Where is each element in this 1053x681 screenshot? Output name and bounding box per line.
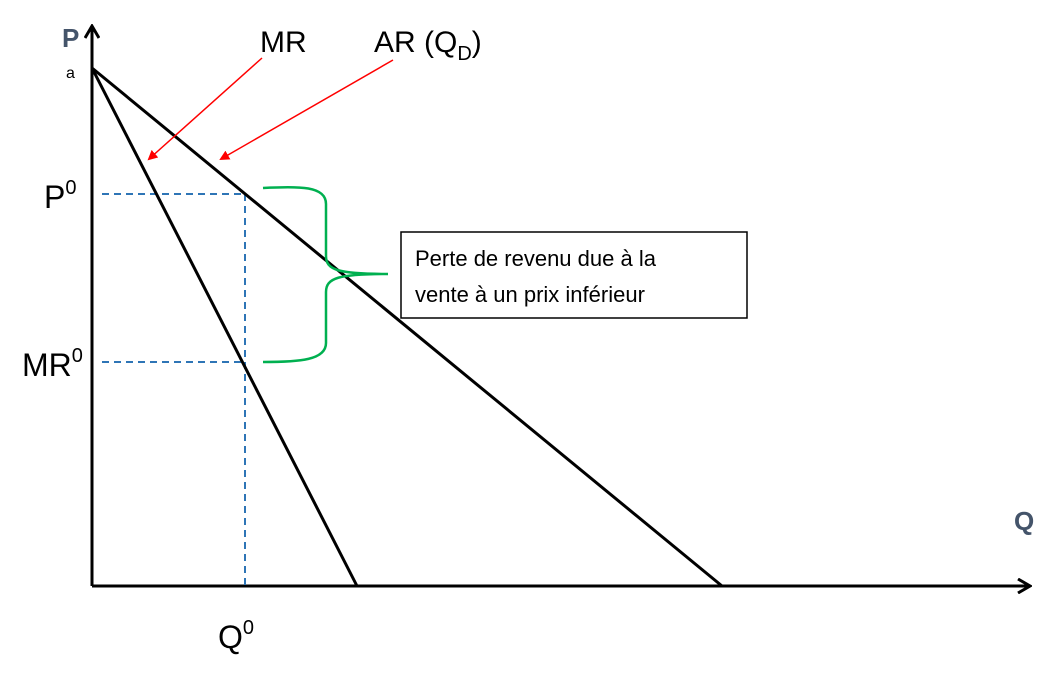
note-line-1: Perte de revenu due à la <box>415 246 657 271</box>
ar-demand-curve <box>91 66 723 588</box>
revenue-loss-brace <box>262 185 389 364</box>
mr0-label: MR0 <box>22 345 83 383</box>
ar-curve-label: AR (QD) <box>374 26 482 65</box>
y-axis-label: P <box>62 23 79 53</box>
intercept-label: a <box>66 65 75 82</box>
q0-label: Q0 <box>218 617 254 655</box>
ar-pointer-arrow <box>219 59 394 160</box>
p0-label: P0 <box>44 177 76 215</box>
note-line-2: vente à un prix inférieur <box>415 282 645 307</box>
mr-pointer-arrow <box>147 57 263 161</box>
note-box <box>400 231 748 319</box>
mr-curve <box>90 67 359 587</box>
mr-curve-label: MR <box>260 26 307 59</box>
x-axis-label: Q <box>1014 506 1034 536</box>
